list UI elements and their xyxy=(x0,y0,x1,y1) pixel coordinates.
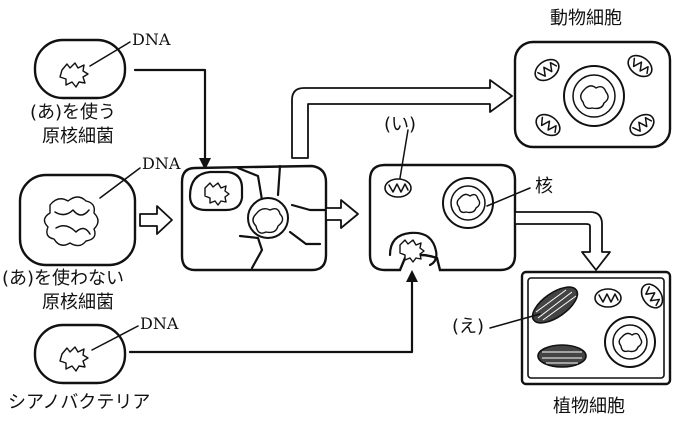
anaerobic-prokaryote xyxy=(18,167,141,267)
cyanobacteria-label: シアノバクテリア xyxy=(8,392,151,413)
cyanobacteria xyxy=(33,323,139,385)
aerobic-prokaryote xyxy=(33,38,131,100)
nucleus-label: 核 xyxy=(535,176,553,197)
anaerobic-label-line1: (あ)を使わない xyxy=(2,268,125,289)
aerobic-label-line2: 原核細菌 xyxy=(42,126,114,147)
plant-cell-label: 植物細胞 xyxy=(553,396,625,417)
arrow-to-plant-cell xyxy=(514,211,611,271)
plant-cell xyxy=(489,270,672,386)
arrow-host-to-eukaryote xyxy=(325,199,359,229)
dna-label-cyanobacteria: DNA xyxy=(140,314,179,333)
dna-label-anaerobic: DNA xyxy=(142,154,181,173)
dna-label-aerobic: DNA xyxy=(132,30,171,49)
arrow-cyanobacteria-to-eukaryote xyxy=(128,270,418,354)
arrow-anaerobic-to-host xyxy=(139,205,173,235)
animal-cell-label: 動物細胞 xyxy=(550,8,622,29)
host-cell-engulfing xyxy=(180,164,328,272)
animal-cell xyxy=(513,40,672,149)
anaerobic-label-line2: 原核細菌 xyxy=(42,292,114,313)
aerobic-label-line1: (あ)を使う xyxy=(30,102,117,123)
early-eukaryote xyxy=(368,129,531,272)
label-e: (え) xyxy=(452,316,485,337)
arrow-to-animal-cell xyxy=(291,79,513,159)
label-i: (い) xyxy=(384,114,417,135)
arrow-aerobic-to-host xyxy=(133,68,211,170)
